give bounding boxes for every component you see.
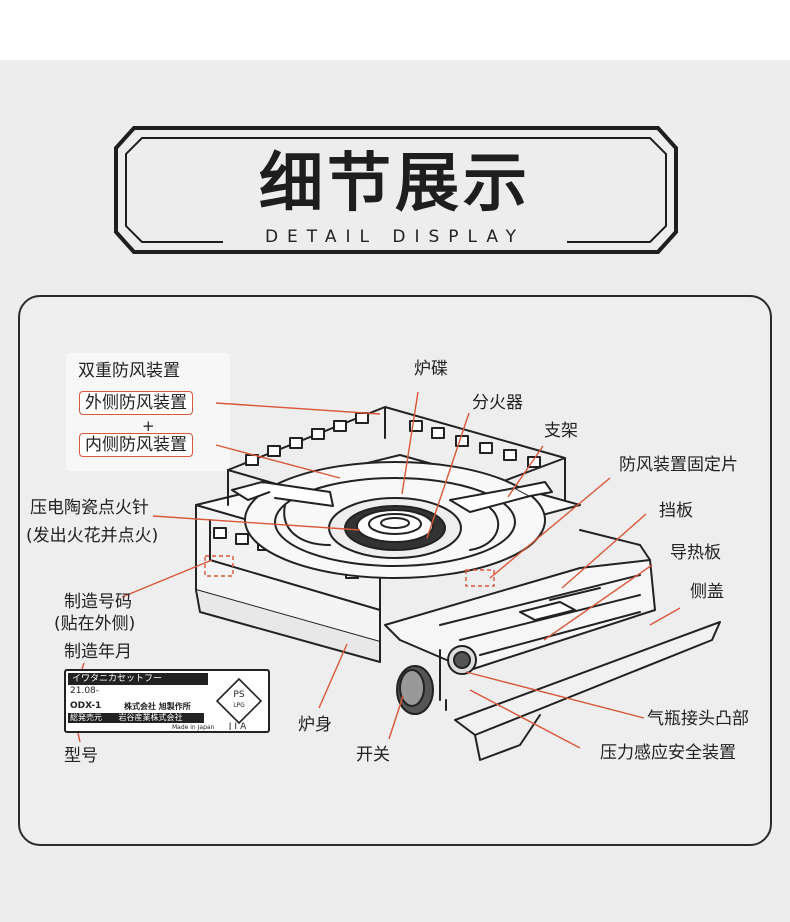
nameplate-distributor-name: 岩谷産業株式会社	[118, 713, 183, 722]
nameplate-distributor-bar: 総発売元 岩谷産業株式会社	[68, 713, 204, 723]
nameplate-model: ODX-1	[70, 701, 102, 711]
page-title: 细节展示	[259, 147, 531, 221]
label-model-number: 型号	[64, 746, 98, 766]
label-baffle: 挡板	[659, 501, 693, 521]
label-outer-windshield: 外侧防风装置	[79, 391, 193, 416]
ps-mark-top: PS	[233, 690, 244, 700]
nameplate-footer: Made in Japan	[172, 724, 215, 731]
nameplate-date: 21.08-	[70, 686, 100, 696]
label-serial-number: 制造号码	[64, 592, 132, 612]
label-heat-plate: 导热板	[670, 543, 721, 563]
label-support: 支架	[544, 421, 578, 441]
nameplate-maker: 株式会社 旭製作所	[124, 702, 191, 711]
nameplate-distributor-label: 総発売元	[70, 713, 102, 722]
label-cylinder-bump: 气瓶接头凸部	[647, 709, 749, 729]
top-spacer	[0, 0, 790, 60]
label-serial-note: (贴在外侧)	[54, 614, 136, 634]
label-body: 炉身	[298, 715, 332, 735]
label-inner-windshield: 内侧防风装置	[79, 433, 193, 458]
label-burner-head: 分火器	[472, 393, 523, 413]
label-side-cover: 侧盖	[690, 582, 724, 602]
plus-sign: +	[142, 417, 155, 435]
ps-mark-mid: LPG	[233, 702, 245, 709]
page-subtitle: DETAIL DISPLAY	[223, 226, 567, 248]
label-pressure-safety: 压力感应安全装置	[600, 743, 736, 763]
label-dual-windshield: 双重防风装置	[78, 361, 180, 381]
label-igniter-note: (发出火花并点火)	[26, 526, 159, 546]
label-switch: 开关	[356, 745, 390, 765]
nameplate-header: イワタニカセットフー	[68, 673, 208, 685]
label-manufacture-date: 制造年月	[64, 642, 132, 662]
label-windshield-clip: 防风装置固定片	[619, 455, 738, 475]
ps-lpg-mark-icon: PS LPG JIA	[215, 677, 263, 730]
label-igniter: 压电陶瓷点火针	[30, 498, 149, 518]
title-banner-frame	[114, 126, 678, 254]
label-burner-plate: 炉碟	[414, 359, 448, 379]
ps-mark-bottom: JIA	[228, 722, 249, 730]
